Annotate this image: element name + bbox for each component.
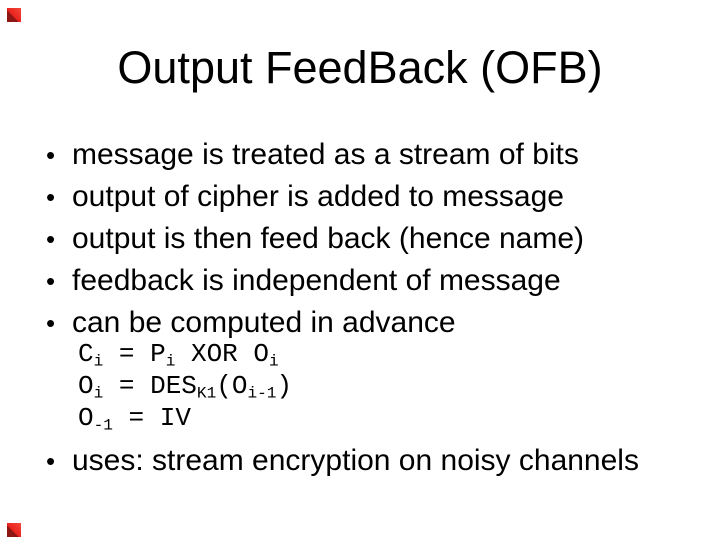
- bullet-text: message is treated as a stream of bits: [72, 138, 579, 171]
- bullet-item: • can be computed in advance: [46, 302, 584, 344]
- bullet-text: feedback is independent of message: [72, 264, 561, 297]
- bullet-text: output is then feed back (hence name): [72, 222, 584, 255]
- bullet-item: • feedback is independent of message: [46, 260, 584, 302]
- corner-accent-icon: [7, 523, 21, 537]
- formula-line: Ci = Pi XOR Oi: [78, 339, 279, 371]
- bullet-text: can be computed in advance: [72, 306, 456, 339]
- bullet-marker: •: [46, 446, 56, 476]
- bullet-list: •message is treated as a stream of bits …: [46, 134, 584, 344]
- bullet-item: • output of cipher is added to message: [46, 176, 584, 218]
- bullet-item-closing: • uses: stream encryption on noisy channe…: [46, 440, 639, 482]
- bullet-marker: •: [46, 182, 56, 212]
- slide-title: Output FeedBack (OFB): [117, 42, 603, 93]
- corner-accent-icon: [7, 8, 21, 22]
- bullet-marker: •: [46, 266, 56, 296]
- bullet-item: • output is then feed back (hence name): [46, 218, 584, 260]
- formula-line: Oi = DESK1(Oi-1): [78, 371, 293, 403]
- bullet-text: uses: stream encryption on noisy channel…: [72, 444, 639, 477]
- bullet-marker: •: [46, 308, 56, 338]
- bullet-marker: •: [46, 140, 56, 170]
- bullet-item: • message is treated as a stream of bits: [46, 134, 584, 176]
- bullet-marker: •: [46, 224, 56, 254]
- formula-line: O-1 = IV: [78, 403, 191, 435]
- bullet-text: output of cipher is added to message: [72, 180, 564, 213]
